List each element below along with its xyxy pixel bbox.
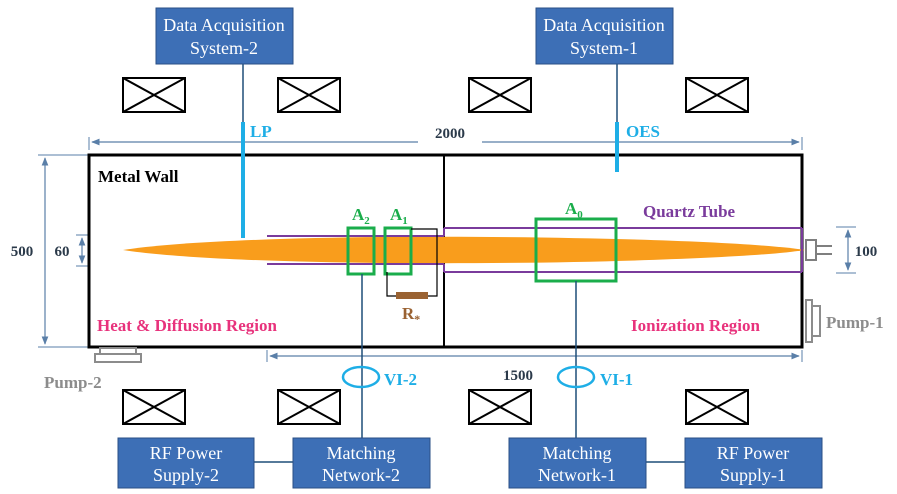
metal-wall-label: Metal Wall: [98, 167, 179, 186]
magnet-coil: [277, 77, 341, 113]
das1-line1: Data Acquisition: [543, 15, 664, 35]
area-a2-box: [346, 226, 376, 276]
rf-power-supply-1-box: RF Power Supply-1: [684, 437, 823, 489]
das2-line1: Data Acquisition: [163, 15, 284, 35]
rf2-line2: Supply-2: [153, 465, 219, 485]
dimension-tube-diameter: 100: [836, 226, 878, 274]
area-a1-label: A1: [390, 205, 408, 227]
matching-network-1-box: Matching Network-1: [508, 437, 647, 489]
dimension-plasma-diameter: 60: [55, 234, 88, 267]
pump-2-port: [94, 347, 142, 363]
magnet-coil: [122, 389, 186, 425]
tube-diameter-label: 100: [855, 244, 878, 260]
vi-2-probe: [341, 365, 381, 389]
vi-2-label: VI-2: [384, 370, 417, 389]
area-a0-main: A: [565, 199, 578, 218]
rf2-line1: RF Power: [150, 443, 223, 463]
area-a0-label: A0: [565, 199, 583, 221]
total-length-label: 2000: [435, 126, 465, 142]
resistor-label: R*: [402, 304, 420, 326]
resistor-body: [396, 292, 428, 299]
mn1-line2: Network-1: [538, 465, 616, 485]
ionization-region-label: Ionization Region: [631, 316, 760, 335]
magnet-coils-top: [122, 77, 749, 113]
area-a2-sub: 2: [364, 215, 370, 227]
resistor-circuit: [386, 228, 438, 297]
das1-line2: System-1: [570, 38, 638, 58]
pump-2-label: Pump-2: [44, 373, 102, 392]
rf1-line1: RF Power: [717, 443, 790, 463]
plasma-diameter-label: 60: [55, 244, 70, 260]
quartz-tube-label: Quartz Tube: [643, 202, 736, 221]
quartz-tube: [267, 227, 803, 273]
oes-label: OES: [626, 122, 660, 141]
area-a1-main: A: [390, 205, 403, 224]
lp-label: LP: [250, 122, 272, 141]
rf1-line2: Supply-1: [720, 465, 786, 485]
das2-box: Data Acquisition System-2: [155, 7, 294, 65]
mn2-line2: Network-2: [322, 465, 400, 485]
resistor-sub: *: [414, 312, 420, 326]
dimension-tube-length: 1500: [266, 350, 803, 384]
plasma-column: [123, 236, 805, 264]
magnet-coil: [122, 77, 186, 113]
das1-box: Data Acquisition System-1: [535, 7, 674, 65]
pump-1-label: Pump-1: [826, 313, 884, 332]
area-a0-sub: 0: [577, 209, 583, 221]
resistor-main: R: [402, 304, 415, 323]
mn1-line1: Matching: [543, 443, 612, 463]
magnet-coils-bottom: [122, 389, 749, 425]
magnet-coil: [685, 77, 749, 113]
heat-diffusion-region-label: Heat & Diffusion Region: [97, 316, 277, 335]
magnet-coil: [468, 77, 532, 113]
dimension-total-length: 2000: [88, 122, 803, 150]
vi-1-probe: [556, 365, 596, 389]
area-a1-sub: 1: [402, 215, 408, 227]
mn2-line1: Matching: [327, 443, 396, 463]
gas-inlet: [805, 239, 832, 261]
magnet-coil: [277, 389, 341, 425]
magnet-coil: [468, 389, 532, 425]
magnet-coil: [685, 389, 749, 425]
area-a2-label: A2: [352, 205, 370, 227]
height-label: 500: [11, 244, 34, 260]
rf-power-supply-2-box: RF Power Supply-2: [117, 437, 255, 489]
dimension-height: 500: [8, 154, 88, 348]
das2-line2: System-2: [190, 38, 258, 58]
tube-length-label: 1500: [503, 368, 533, 384]
pump-1-port: [805, 299, 821, 343]
vi-1-label: VI-1: [600, 370, 633, 389]
area-a2-main: A: [352, 205, 365, 224]
area-a1-box: [383, 226, 413, 276]
matching-network-2-box: Matching Network-2: [292, 437, 431, 489]
